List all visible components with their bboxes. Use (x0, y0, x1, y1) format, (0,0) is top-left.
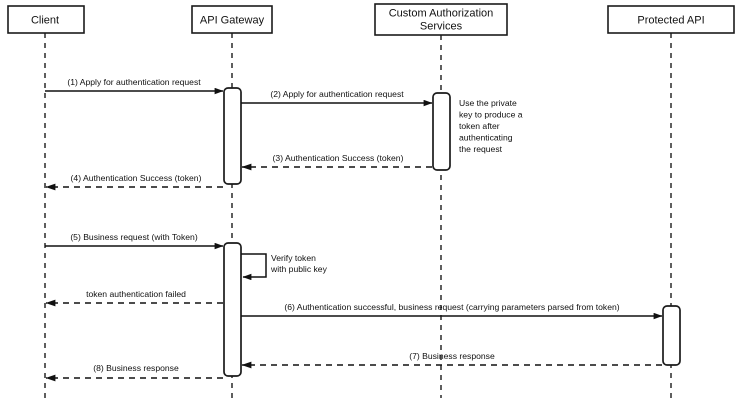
note-text-private-key-note-line3: token after (459, 121, 500, 131)
actor-label-client: Client (31, 14, 59, 26)
actor-label-authsvc: Custom Authorization (389, 7, 494, 19)
message-label-6: (6) Authentication successful, business … (284, 302, 619, 312)
message-label-7: (7) Business response (409, 351, 495, 361)
note-text-private-key-note-line4: authenticating (459, 133, 513, 143)
lifelines-layer (44, 33, 672, 398)
activation-bar-auth-proc (432, 92, 451, 171)
message-label-1: (1) Apply for authentication request (67, 77, 201, 87)
message-3[interactable]: (3) Authentication Success (token) (241, 153, 432, 171)
actor-header-client[interactable]: Client (7, 5, 85, 34)
self-message-label-verify-token-line1: Verify token (271, 253, 316, 263)
activation-bar-gw-biz (223, 242, 242, 377)
message-7[interactable]: (7) Business response (241, 351, 662, 369)
message-2[interactable]: (2) Apply for authentication request (241, 89, 433, 107)
actor-label-authsvc-line2: Services (420, 20, 463, 32)
message-6[interactable]: (6) Authentication successful, business … (241, 302, 663, 320)
actor-box-protapi (607, 5, 735, 34)
note-text-private-key-note-line2: key to produce a (459, 110, 523, 120)
messages-layer: (1) Apply for authentication request (2) … (45, 77, 663, 382)
actor-header-protapi[interactable]: Protected API (607, 5, 735, 34)
actor-box-authsvc (374, 3, 508, 36)
actor-box-client (7, 5, 85, 34)
note-text-private-key-note-line5: the request (459, 144, 503, 154)
message-label-fail: token authentication failed (86, 289, 186, 299)
self-message-path-verify-token (241, 253, 267, 281)
self-message-label-verify-token-line2: with public key (270, 264, 328, 274)
message-label-3: (3) Authentication Success (token) (273, 153, 404, 163)
activation-bar-gw-auth (223, 87, 242, 185)
message-label-4: (4) Authentication Success (token) (71, 173, 202, 183)
message-label-2: (2) Apply for authentication request (270, 89, 404, 99)
actors-layer: Client API Gateway Custom AuthorizationSer… (7, 3, 735, 36)
message-1[interactable]: (1) Apply for authentication request (45, 77, 224, 95)
message-4[interactable]: (4) Authentication Success (token) (45, 173, 223, 191)
message-8[interactable]: (8) Business response (45, 363, 223, 382)
message-label-8: (8) Business response (93, 363, 179, 373)
actor-box-gateway (191, 5, 273, 34)
message-label-5: (5) Business request (with Token) (70, 232, 198, 242)
note-text-private-key-note-line1: Use the private (459, 98, 517, 108)
message-5[interactable]: (5) Business request (with Token) (45, 232, 224, 250)
actor-label-protapi: Protected API (637, 14, 704, 26)
message-fail[interactable]: token authentication failed (45, 289, 223, 307)
actor-label-gateway: API Gateway (200, 14, 265, 26)
activations-layer (223, 87, 681, 377)
actor-header-gateway[interactable]: API Gateway (191, 5, 273, 34)
activation-bar-api-biz (662, 305, 681, 366)
